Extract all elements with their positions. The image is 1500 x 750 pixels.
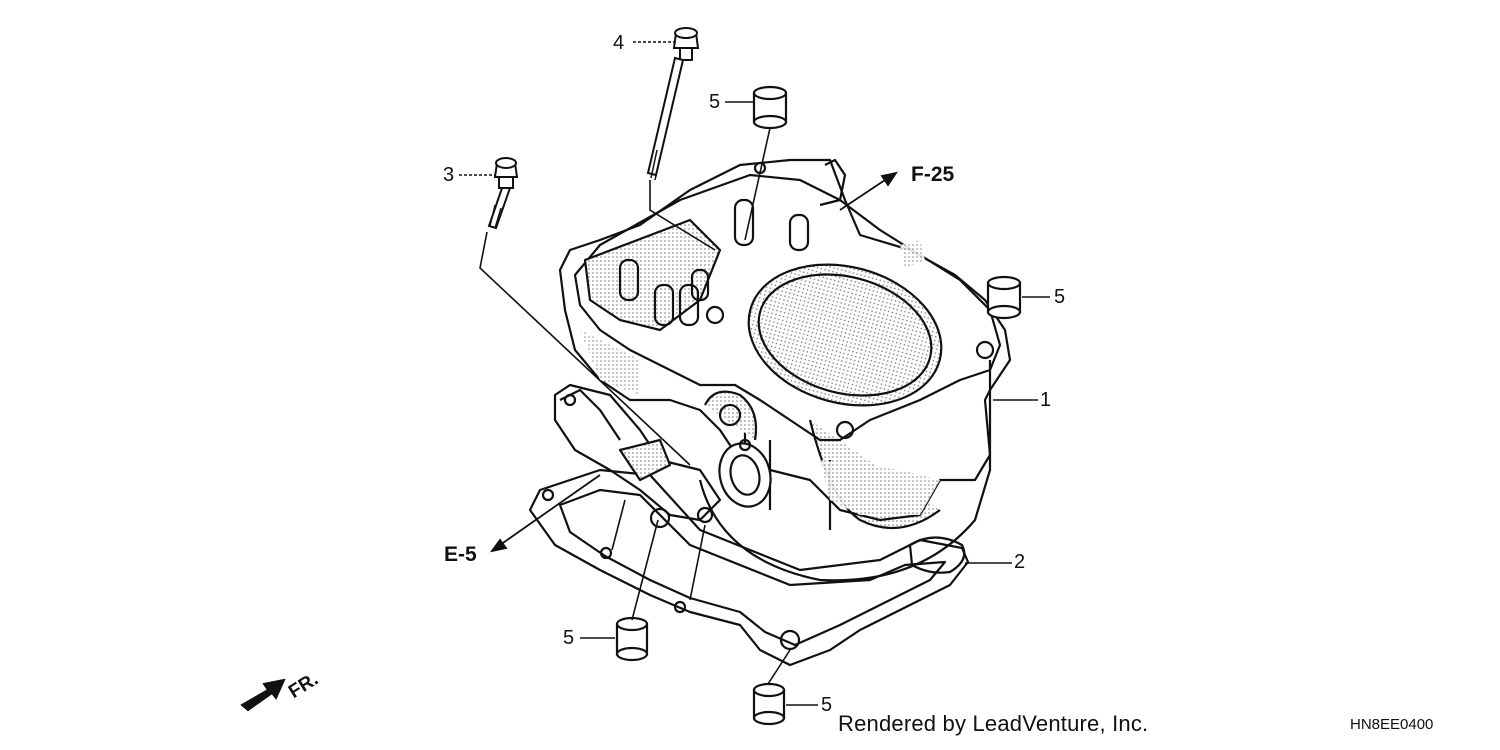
gasket-inner [558, 488, 947, 647]
assembly-line-dowel-bottom [767, 649, 791, 685]
assembly-line-bolt4 [649, 180, 716, 251]
bolt-4 [646, 27, 700, 181]
reference-f25: F-25 [911, 163, 955, 186]
gasket-tab [908, 536, 966, 574]
callout-5-bottom: 5 [821, 694, 833, 716]
diagram-code: HN8EE0400 [1350, 716, 1434, 733]
dowel-pin-lower-left [615, 616, 649, 662]
assembly-line-left [611, 499, 626, 551]
callout-5-top: 5 [709, 91, 721, 113]
assembly-line-center [689, 524, 706, 601]
callout-3: 3 [443, 164, 455, 186]
dowel-pin-bottom [752, 682, 786, 726]
cylinder-skirt [698, 360, 992, 582]
callout-4: 4 [613, 32, 625, 54]
callout-5-lower: 5 [563, 627, 575, 649]
callout-2: 2 [1014, 551, 1026, 573]
cylinder-block-outline [558, 158, 1012, 522]
reference-e5: E-5 [444, 543, 477, 566]
assembly-line-bolt3 [479, 231, 691, 466]
cylinder-bore [747, 263, 943, 407]
dowel-pin-right [986, 275, 1022, 320]
assembly-line-dowel-top [744, 127, 771, 241]
gasket-outline [528, 468, 970, 667]
callout-5-right: 5 [1054, 286, 1066, 308]
intake-port [718, 442, 772, 508]
assembly-line-dowel-lower [631, 519, 659, 621]
front-arrow-icon [240, 678, 286, 712]
dowel-pin-top [752, 85, 788, 130]
bolt-3 [487, 157, 519, 230]
f25-arrow [839, 177, 889, 211]
render-credit: Rendered by LeadVenture, Inc. [838, 711, 1149, 736]
callout-1: 1 [1040, 389, 1052, 411]
cylinder-top-deck [573, 173, 1002, 442]
e5-arrow [499, 474, 601, 546]
